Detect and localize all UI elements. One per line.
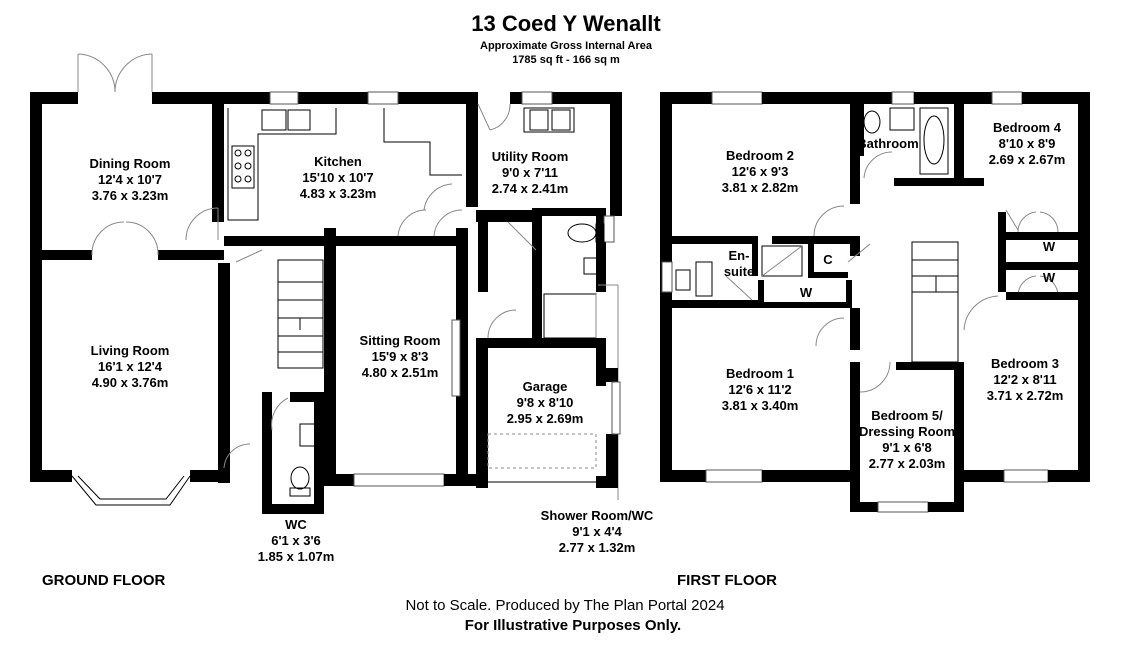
room-name: Sitting Room [360, 333, 441, 348]
room-metric: 3.81 x 2.82m [722, 180, 799, 195]
room-imperial: 15'9 x 8'3 [372, 349, 429, 364]
room-name-2: suite [724, 264, 754, 279]
room-imperial: 6'1 x 3'6 [271, 533, 321, 548]
room-imperial: 12'6 x 9'3 [732, 164, 789, 179]
room-name: WC [285, 517, 307, 532]
room-metric: 2.69 x 2.67m [989, 152, 1066, 167]
room-imperial: 16'1 x 12'4 [98, 359, 163, 374]
room-name: Living Room [91, 343, 170, 358]
ground-floor-label: GROUND FLOOR [42, 572, 165, 589]
room-metric: 2.77 x 1.32m [559, 540, 636, 555]
cupboard-label: C [823, 252, 833, 267]
first-floor-labels: Bedroom 2 12'6 x 9'3 3.81 x 2.82m Bathro… [722, 120, 1066, 471]
gross-area: 1785 sq ft - 166 sq m [512, 54, 620, 66]
room-metric: 2.95 x 2.69m [507, 411, 584, 426]
room-name: Kitchen [314, 154, 362, 169]
room-name: Bedroom 3 [991, 356, 1059, 371]
first-floor-label: FIRST FLOOR [677, 572, 777, 589]
room-metric: 4.83 x 3.23m [300, 186, 377, 201]
room-metric: 3.81 x 3.40m [722, 398, 799, 413]
room-metric: 2.77 x 2.03m [869, 456, 946, 471]
room-name: Bedroom 2 [726, 148, 794, 163]
room-imperial: 12'2 x 8'11 [993, 372, 1056, 387]
room-imperial: 9'1 x 4'4 [572, 524, 622, 539]
room-imperial: 12'4 x 10'7 [98, 172, 162, 187]
room-name: Utility Room [492, 149, 569, 164]
room-name: Bedroom 5/ [871, 408, 943, 423]
room-metric: 1.85 x 1.07m [258, 549, 335, 564]
room-metric: 4.90 x 3.76m [92, 375, 169, 390]
room-metric: 4.80 x 2.51m [362, 365, 439, 380]
room-name: Shower Room/WC [541, 508, 654, 523]
room-name: Dining Room [90, 156, 171, 171]
wardrobe-label: W [1043, 239, 1056, 254]
ground-floor-plan [30, 53, 622, 514]
disclaimer: For Illustrative Purposes Only. [465, 617, 681, 634]
wardrobe-label: W [1043, 270, 1056, 285]
page-title: 13 Coed Y Wenallt [471, 11, 661, 36]
room-imperial: 15'10 x 10'7 [302, 170, 373, 185]
room-imperial: 8'10 x 8'9 [999, 136, 1056, 151]
room-name: Garage [523, 379, 568, 394]
room-name: Bedroom 4 [993, 120, 1062, 135]
room-imperial: 12'6 x 11'2 [728, 382, 791, 397]
room-metric: 3.71 x 2.72m [987, 388, 1064, 403]
room-name: En- [729, 248, 750, 263]
room-name: Bathroom [857, 136, 918, 151]
page-subtitle: Approximate Gross Internal Area [480, 40, 653, 52]
first-floor-plan [660, 91, 1090, 513]
room-imperial: 9'1 x 6'8 [882, 440, 932, 455]
ground-floor-labels: Dining Room 12'4 x 10'7 3.76 x 3.23m Kit… [90, 149, 654, 564]
room-imperial: 9'0 x 7'11 [502, 165, 558, 180]
room-metric: 3.76 x 3.23m [92, 188, 169, 203]
room-imperial: 9'8 x 8'10 [517, 395, 574, 410]
scale-note: Not to Scale. Produced by The Plan Porta… [405, 597, 724, 614]
room-name-2: Dressing Room [859, 424, 955, 439]
wardrobe-label: W [800, 285, 813, 300]
room-name: Bedroom 1 [726, 366, 794, 381]
room-metric: 2.74 x 2.41m [492, 181, 569, 196]
